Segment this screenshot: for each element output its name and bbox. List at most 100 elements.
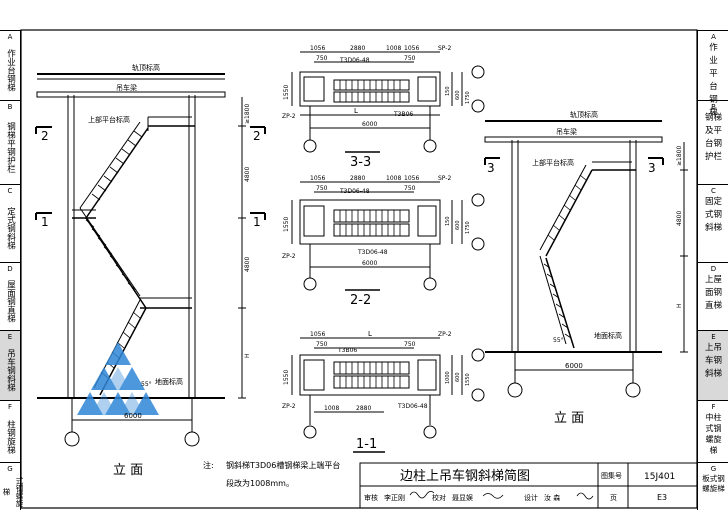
s22-side-600: 600 <box>455 220 461 230</box>
left-tab-c-text: 定式钢斜梯 <box>5 206 16 250</box>
s11-side-600: 600 <box>455 372 461 382</box>
section-1-1-plan <box>291 337 485 453</box>
right-tab-b[interactable]: B 钢梯及平台钢护栏 <box>698 100 728 184</box>
right-tab-d-text: 上屋面钢直梯 <box>704 275 722 311</box>
left-tab-d[interactable]: D 屋面钢直梯 <box>0 262 20 330</box>
left-section-mark-2b: 2 <box>253 129 261 143</box>
right-category-tabs: A 作业平台钢梯 B 钢梯及平台钢护栏 C 固定式钢斜梯 D 上屋面钢直梯 E … <box>697 30 728 510</box>
s33-L-label: L <box>354 107 358 115</box>
left-angle-label: 55° <box>141 381 152 388</box>
right-tab-e[interactable]: E 上吊车钢斜梯 <box>698 330 728 400</box>
left-elevation <box>35 73 266 447</box>
s22-width: 6000 <box>362 260 377 267</box>
s33-dim-1056: 1056 <box>310 45 325 52</box>
left-tab-a[interactable]: A 作业台钢梯 <box>0 30 20 100</box>
watermark-logo <box>77 342 159 415</box>
left-tab-a-text: 作业台钢梯 <box>5 48 16 92</box>
checker-name: 聂显娱 <box>452 493 473 502</box>
s22-side-1550: 1550 <box>283 217 290 232</box>
right-elevation <box>484 120 688 398</box>
section-3-3-plan <box>291 51 485 153</box>
left-section-mark-2a: 2 <box>41 129 49 143</box>
left-tab-g[interactable]: G 式钢螺旋梯 <box>0 462 24 510</box>
right-width-dim: 6000 <box>565 362 583 370</box>
left-section-mark-1b: 1 <box>253 215 261 229</box>
left-tab-e-text: 吊车钢斜梯 <box>5 348 16 392</box>
s11-dim-1008: 1008 <box>324 405 339 412</box>
note-line-2: 段改为1008mm。 <box>226 478 294 488</box>
right-tab-b-letter: B <box>711 103 716 111</box>
s33-dim-2880: 2880 <box>350 45 365 52</box>
title-block-grid <box>359 462 698 509</box>
left-section-mark-1a: 1 <box>41 215 49 229</box>
left-dim-4800-upper: 4800 <box>244 167 251 182</box>
s22-dim-1008: 1008 <box>386 175 401 182</box>
s11-dim-750b: 750 <box>404 341 416 348</box>
right-tab-b-text: 钢梯及平台钢护栏 <box>704 113 722 162</box>
s22-stair2-label: T3D06-48 <box>357 249 388 256</box>
right-tab-g[interactable]: G 板式钢螺旋梯 <box>698 462 728 510</box>
left-width-dim: 6000 <box>124 412 142 420</box>
s33-dim-750a: 750 <box>316 55 328 62</box>
s33-side-150: 150 <box>445 86 451 96</box>
s22-zp-label: ZP-2 <box>282 253 296 260</box>
designer-name: 汝 森 <box>544 493 560 502</box>
s11-title: 1-1 <box>356 437 377 452</box>
left-tab-c[interactable]: C 定式钢斜梯 <box>0 184 20 262</box>
s33-sp-label: SP-2 <box>438 45 451 52</box>
left-dim-1800: ≥1800 <box>244 104 251 124</box>
drawing-title: 边柱上吊车钢斜梯简图 <box>400 468 530 484</box>
right-upper-platform-label: 上部平台标高 <box>532 158 574 167</box>
stair-treads <box>85 80 587 388</box>
s11-side-1550: 1550 <box>283 370 290 385</box>
left-tab-e[interactable]: E 吊车钢斜梯 <box>0 330 20 400</box>
right-tab-d[interactable]: D 上屋面钢直梯 <box>698 262 728 330</box>
atlas-label: 图集号 <box>601 471 622 480</box>
left-tab-b-text: 钢梯平钢护栏 <box>5 121 16 173</box>
right-tab-f[interactable]: F 中柱式钢螺旋梯 <box>698 400 728 462</box>
right-dim-4800: 4800 <box>676 211 683 226</box>
page-label: 页 <box>610 494 617 502</box>
right-tab-g-text: 板式钢螺旋梯 <box>702 474 725 493</box>
reviewer-name: 李正刚 <box>384 493 405 502</box>
left-tab-b[interactable]: B 钢梯平钢护栏 <box>0 100 20 184</box>
right-tab-a-letter: A <box>711 33 716 41</box>
review-label: 审核 <box>364 493 378 502</box>
right-tab-c-letter: C <box>711 187 716 195</box>
left-tab-g-letter: G <box>7 465 13 473</box>
right-tab-c[interactable]: C 固定式钢斜梯 <box>698 184 728 262</box>
right-tab-c-text: 固定式钢斜梯 <box>704 197 722 233</box>
s22-dim-1056b: 1056 <box>404 175 419 182</box>
left-tab-f-text: 柱钢旋梯 <box>5 420 16 454</box>
left-tab-d-letter: D <box>7 265 13 273</box>
s11-stair2-label: T3D06-48 <box>397 403 428 410</box>
left-tab-d-text: 屋面钢直梯 <box>5 279 16 323</box>
right-tab-f-text: 中柱式钢螺旋梯 <box>705 413 722 455</box>
left-dim-4800-lower: 4800 <box>244 257 251 272</box>
left-dim-h: H <box>244 353 251 358</box>
left-tab-b-letter: B <box>7 103 13 111</box>
s33-dim-1056b: 1056 <box>404 45 419 52</box>
s33-dim-1008: 1008 <box>386 45 401 52</box>
signature-marks <box>409 491 594 500</box>
right-ground-label: 地面标高 <box>594 331 622 340</box>
check-label: 校对 <box>432 493 446 502</box>
s33-stair-label: T3D06-48 <box>339 57 370 64</box>
left-tab-g-text: 式钢螺旋梯 <box>2 477 24 507</box>
right-tab-d-letter: D <box>710 265 717 273</box>
s11-stair-label: T3B06 <box>337 347 357 354</box>
s33-title: 3-3 <box>350 155 371 170</box>
s11-dim-L: L <box>368 330 372 338</box>
s22-side-150: 150 <box>445 216 451 226</box>
right-tab-e-text: 上吊车钢斜梯 <box>704 343 722 379</box>
s22-stair-label: T3D06-48 <box>339 188 370 195</box>
right-tab-f-letter: F <box>711 403 716 411</box>
s22-sp-label: SP-2 <box>438 175 451 182</box>
note-line-1: 钢斜梯T3D06槽钢梯梁上端平台 <box>226 460 340 470</box>
s11-dim-1056: 1056 <box>310 331 325 338</box>
atlas-number: 15J401 <box>644 472 675 482</box>
right-section-mark-3b: 3 <box>648 161 656 175</box>
left-tab-f[interactable]: F 柱钢旋梯 <box>0 400 20 462</box>
left-upper-platform-label: 上部平台标高 <box>88 115 130 124</box>
